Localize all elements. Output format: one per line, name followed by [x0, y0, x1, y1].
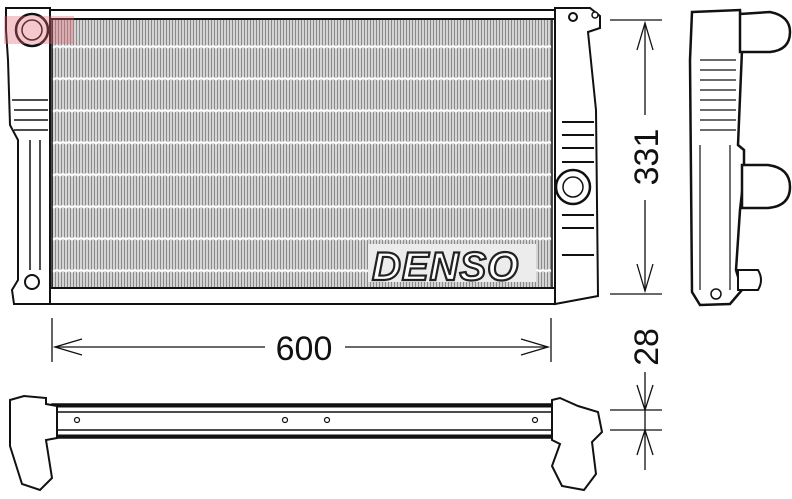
brand-logo: DENSO	[372, 245, 519, 289]
height-label: 331	[628, 129, 666, 186]
side-view	[688, 8, 792, 307]
width-dimension	[51, 318, 552, 362]
left-end-tank-top	[9, 394, 58, 492]
front-view: DENSO	[4, 7, 601, 306]
outlet-pipe-right	[554, 168, 592, 206]
left-tank	[5, 7, 51, 305]
depth-label: 28	[628, 328, 666, 366]
top-rail	[49, 9, 556, 20]
width-label: 600	[276, 330, 333, 368]
depth-dimension	[610, 372, 662, 470]
watermark-logo	[4, 16, 74, 44]
drain-plug	[24, 274, 40, 290]
top-view	[9, 394, 604, 492]
bottom-rail	[49, 287, 556, 305]
inlet-pipe-top-left	[14, 12, 50, 48]
height-dimension	[610, 19, 662, 295]
right-end-tank-top	[550, 396, 604, 492]
right-tank	[554, 7, 601, 306]
